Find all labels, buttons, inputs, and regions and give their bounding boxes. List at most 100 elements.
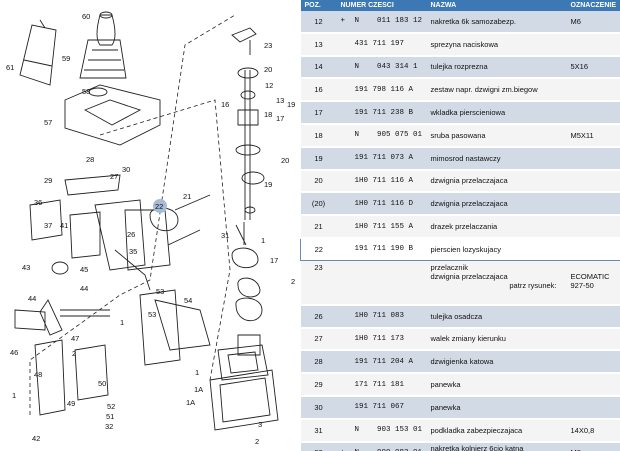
cell-name: podkladka zabezpieczajaca [426,418,567,443]
cell-number-text: 191 798 116 A [354,85,414,94]
cell-number-text: 191 711 067 [354,403,405,412]
cell-part-number: +N 011 183 12 [336,11,427,34]
cell-name: panewka [426,395,567,420]
cell-oznaczenie [566,32,620,57]
table-row[interactable]: 32+N 909 083 01nakretka kolnierz 6cio ka… [300,441,620,451]
cell-oznaczenie [566,215,620,239]
header-oznaczenie: OZNACZENIE [566,0,620,11]
cell-name: sruba pasowana [426,123,567,148]
cell-name: sprezyna naciskowa [426,32,567,57]
cell-part-number: 191 711 067 [336,395,427,420]
cell-pos: 26 [300,304,337,329]
callout-16: 16 [221,100,229,109]
callout-17-b: 17 [270,256,278,265]
callout-30: 30 [122,165,130,174]
cell-part-number: N 905 075 01 [336,123,427,148]
cell-name-line: dzwignia przelaczajaca [430,176,508,186]
cell-part-number: 1H0 711 116 A [336,169,427,194]
callout-51: 51 [106,412,114,421]
header-poz: POZ. [300,0,337,11]
cell-name-line: nakretka kolnierz 6cio katna [430,443,524,451]
cell-name: dzwignia przelaczajaca [426,192,567,217]
cell-pos: 17 [300,101,337,125]
cell-name-line: mimosrod nastawczy [430,153,501,163]
cell-name-line: sruba pasowana [430,130,486,140]
cell-number-text: N 905 075 01 [354,131,423,140]
cell-oznaczenie [566,350,620,375]
cell-number-text: 171 711 181 [354,380,405,389]
callout-35: 35 [129,247,137,256]
cell-pos: 18 [300,123,337,148]
callout-54: 54 [184,296,192,305]
cell-part-number: +N 909 083 01 [336,441,427,451]
cell-part-number: 1H0 711 155 A [336,215,427,239]
callout-1-a: 1 [261,236,265,245]
cell-part-number: 191 711 190 B [336,237,427,261]
cell-part-number: N 903 153 01 [336,418,427,443]
cell-pos: 19 [300,146,337,171]
callout-46: 46 [10,348,18,357]
callout-12: 12 [265,81,273,90]
cell-part-number: 171 711 181 [336,373,427,397]
cell-name: walek zmiany kierunku [426,327,567,352]
cell-pos: 23 [300,260,337,306]
parts-table-panel: POZ. NUMER CZESCI NAZWA OZNACZENIE 12+N … [300,0,620,451]
cell-name-line: dzwigienka katowa [430,357,494,367]
cell-name-line: walek zmiany kierunku [430,334,506,344]
callout-18: 18 [264,110,272,119]
cell-oznaczenie-line-3: 927-50 [570,280,594,290]
callout-28: 28 [86,155,94,164]
cell-pos: 21 [300,215,337,239]
cell-pos: 16 [300,78,337,103]
cell-name-line: drazek przelaczania [430,222,498,232]
callout-44-b: 44 [28,294,36,303]
cell-name-line: zestaw napr. dzwigni zm.biegow [430,85,538,95]
cell-oznaczenie: 14X0,8 [566,418,620,443]
cell-name: mimosrod nastawczy [426,146,567,171]
cell-part-number: N 043 314 1 [336,55,427,80]
cell-oznaczenie [566,237,620,261]
callout-52: 52 [107,402,115,411]
cell-oznaczenie [566,327,620,352]
cell-oznaczenie [566,395,620,420]
callout-31: 31 [221,231,229,240]
cell-number-text: 1H0 711 173 [354,334,405,343]
cell-name: panewka [426,373,567,397]
table-row[interactable]: 16 191 798 116 A zestaw napr. dzwigni zm.b… [300,78,620,103]
cell-oznaczenie [566,192,620,217]
callout-61: 61 [6,63,14,72]
callout-58: 58 [82,87,90,96]
cell-part-number: 1H0 711 083 [336,304,427,329]
cell-number-text: N 903 153 01 [354,426,423,435]
cell-name-line: podkladka zabezpieczajaca [430,425,523,435]
callout-2-b: 2 [72,349,76,358]
cell-part-number: 1H0 711 116 D [336,192,427,217]
cell-name-line-3: patrz rysunek: [509,280,557,290]
exploded-parts-diagram: 60 59 61 58 57 23 20 12 13 19 18 17 16 2… [0,0,300,451]
cell-pos: 22 [300,237,337,261]
cell-pos: 32 [300,441,337,451]
callout-19-top: 19 [287,100,295,109]
cell-pos: 20 [300,169,337,194]
callout-29: 29 [44,176,52,185]
callout-53: 53 [156,287,164,296]
callout-36: 36 [34,198,42,207]
